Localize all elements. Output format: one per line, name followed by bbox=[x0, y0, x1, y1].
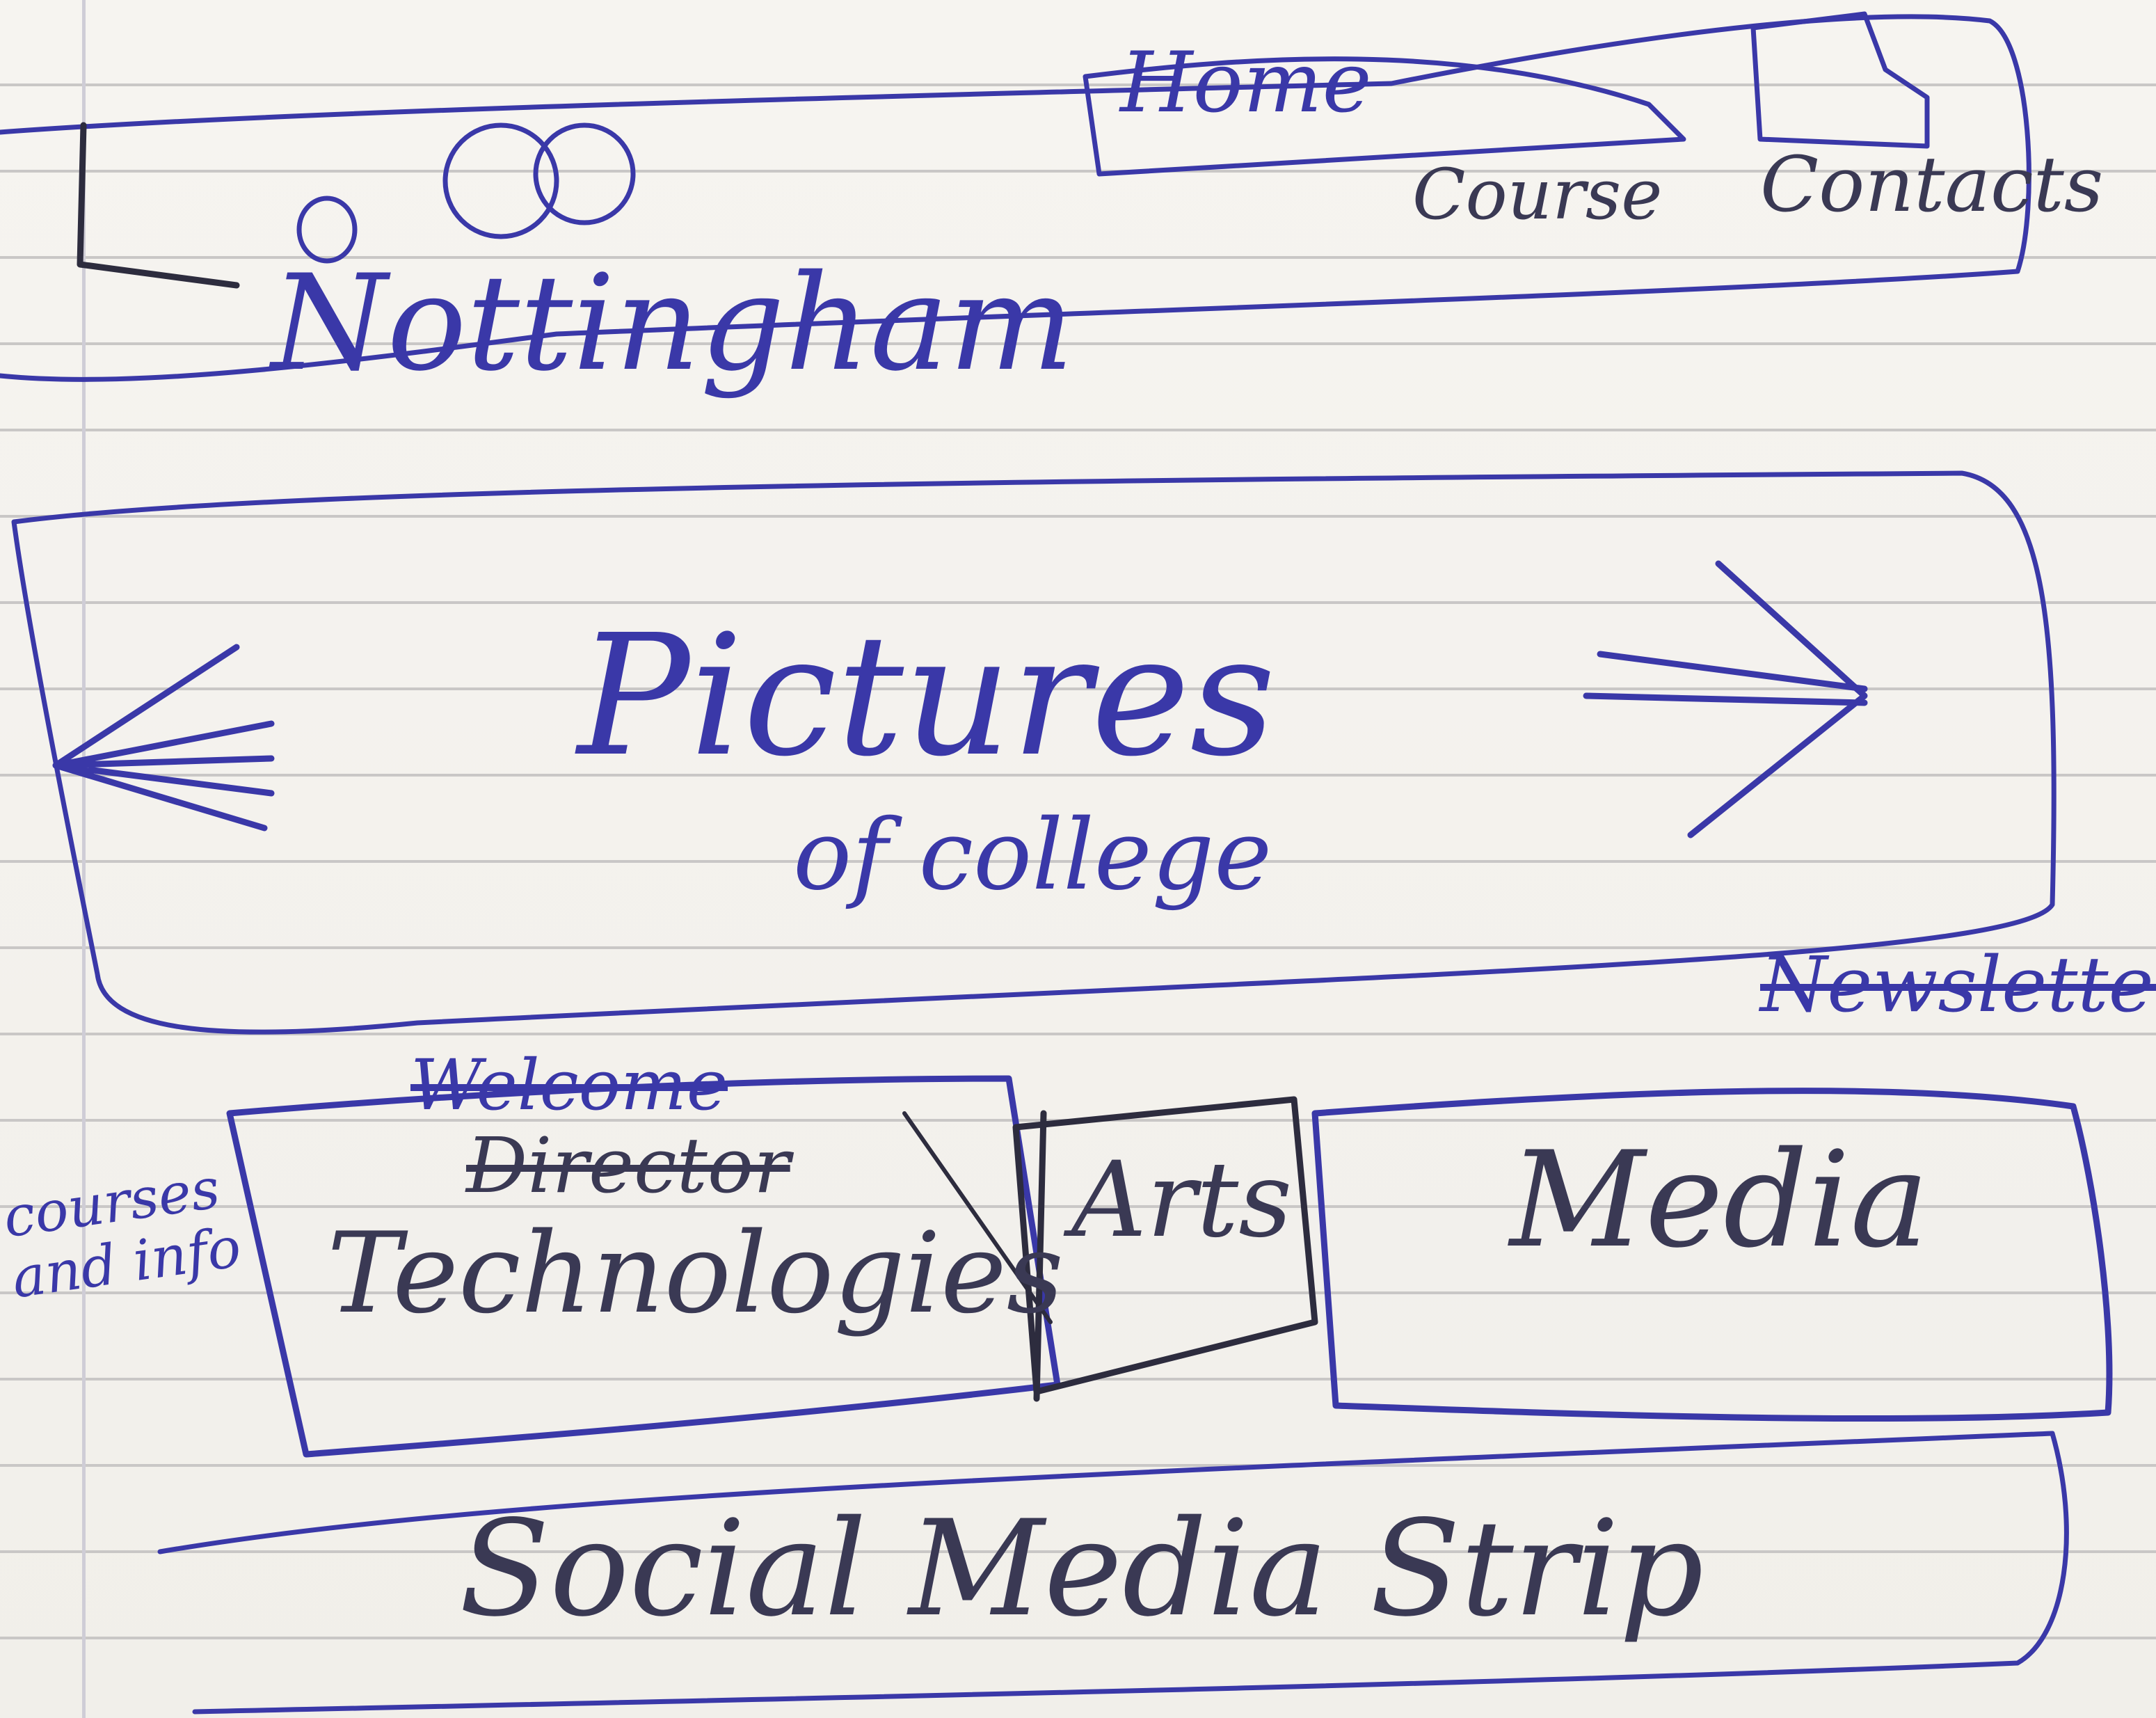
logo-circle bbox=[296, 196, 358, 264]
margin-line bbox=[82, 0, 86, 1718]
media-card[interactable]: Media bbox=[1510, 1123, 1929, 1277]
technologies-box-outline bbox=[226, 1075, 1061, 1458]
logo-scribble bbox=[442, 122, 559, 239]
home-tab-outline bbox=[1083, 56, 1686, 177]
site-logo[interactable]: Nottingham bbox=[271, 246, 1074, 400]
logo-scribble bbox=[533, 122, 636, 225]
arts-card[interactable]: Arts bbox=[1071, 1140, 1293, 1261]
header-outline bbox=[0, 14, 2031, 382]
newsletter-label: Newsletter bbox=[1760, 940, 2156, 1029]
footer-outline bbox=[157, 1431, 2069, 1715]
carousel-subtitle: of college bbox=[793, 799, 1272, 912]
director-label: Director bbox=[466, 1121, 790, 1210]
carousel-outline bbox=[11, 470, 2057, 1035]
left-arrow-icon bbox=[52, 644, 275, 832]
welcome-label: Welcome bbox=[410, 1044, 728, 1126]
technologies-card[interactable]: Technologies bbox=[327, 1208, 1064, 1338]
nav-course-link[interactable]: Course bbox=[1412, 154, 1663, 235]
logo-bracket bbox=[77, 122, 240, 289]
nav-home-link[interactable]: Home bbox=[1120, 35, 1372, 132]
nav-contacts-link[interactable]: Contacts bbox=[1760, 140, 2104, 229]
right-arrow-icon bbox=[1583, 560, 1868, 838]
arts-box-outline bbox=[1012, 1096, 1318, 1402]
contacts-tab-outline bbox=[1750, 11, 1930, 149]
media-box-outline bbox=[1311, 1088, 2113, 1422]
social-media-strip[interactable]: Social Media Strip bbox=[459, 1492, 1704, 1646]
carousel-title: Pictures bbox=[577, 598, 1276, 793]
connector-line bbox=[902, 1111, 1053, 1324]
